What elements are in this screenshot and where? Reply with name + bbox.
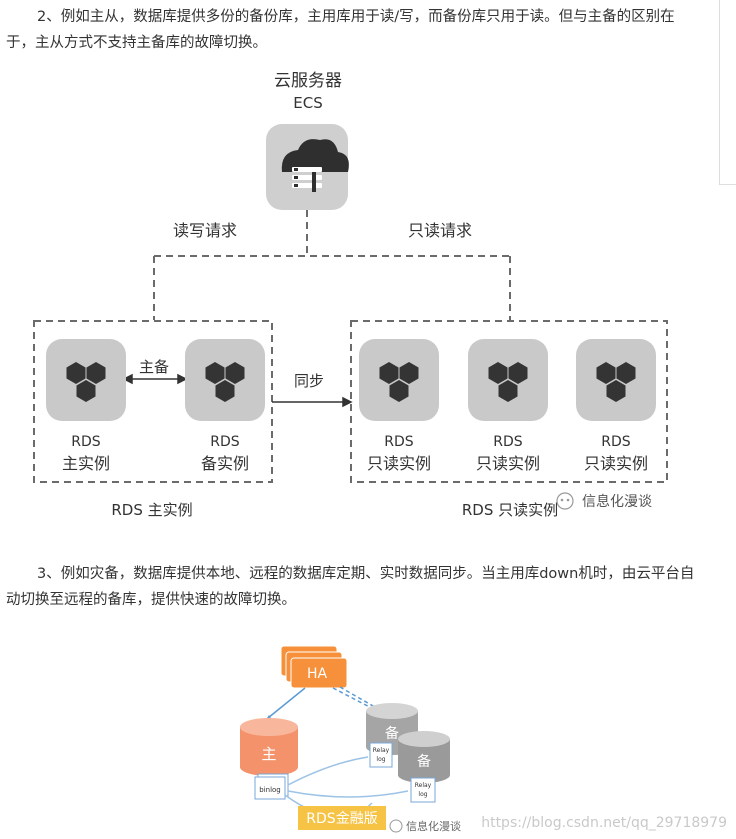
- relay-log-1-line1: Relay: [373, 747, 390, 754]
- rds-node-role-label: 备实例: [201, 454, 249, 473]
- rds-node-role-label: 主实例: [62, 454, 110, 473]
- ha-label: HA: [307, 666, 328, 682]
- relay-log-2-line2: log: [418, 791, 427, 798]
- diagram1-watermark: 信息化漫谈: [582, 493, 652, 510]
- ecs-title: 云服务器: [274, 71, 342, 91]
- master-label: 主: [261, 745, 276, 763]
- ha-box: [280, 645, 348, 689]
- rds-readonly-node-2: RDS 只读实例: [468, 339, 548, 473]
- paragraph-disaster-recovery: 3、例如灾备，数据库提供本地、远程的数据库定期、实时数据同步。当主用库down机…: [6, 566, 695, 608]
- rds-finance-badge: [298, 806, 386, 830]
- readonly-group-label: RDS 只读实例: [462, 501, 558, 519]
- relay-log-1-line2: log: [376, 756, 385, 763]
- read-only-label: 只读请求: [408, 221, 472, 240]
- rds-architecture-diagram: 云服务器 ECS 读写请求 只读请求 主备 同步 RDS 主实例 RDS 备实例 RDS: [33, 71, 668, 519]
- rds-node-type-label: RDS: [601, 434, 631, 450]
- rds-readonly-node-1: RDS 只读实例: [359, 339, 439, 473]
- readonly-group-box: [350, 320, 668, 483]
- side-panel: [719, 0, 736, 185]
- rds-database-icon: [488, 362, 528, 402]
- watermark-logo-icon: [556, 492, 574, 510]
- rds-node-role-label: 只读实例: [367, 454, 431, 473]
- source-url: https://blog.csdn.net/qq_29718979: [481, 815, 727, 831]
- rds-primary-node: RDS 主实例: [46, 339, 126, 473]
- sync-arrow: [272, 396, 353, 408]
- rds-standby-node: RDS 备实例: [185, 339, 265, 473]
- diagram2-watermark: 信息化漫谈: [406, 819, 461, 833]
- rds-finance-badge-label: RDS金融版: [306, 811, 377, 827]
- watermark-logo-icon: [389, 819, 403, 833]
- standby-label-1: 备: [385, 725, 399, 742]
- rds-database-icon: [596, 362, 636, 402]
- relay-log-icon-1: [369, 742, 393, 768]
- master-db-icon: [240, 718, 298, 776]
- rds-database-icon: [379, 362, 419, 402]
- relay-log-icon-2: [410, 777, 436, 803]
- read-write-label: 读写请求: [173, 221, 237, 240]
- ecs-subtitle: ECS: [293, 94, 322, 112]
- rds-node-role-label: 只读实例: [584, 454, 648, 473]
- rds-node-role-label: 只读实例: [476, 454, 540, 473]
- paragraph-master-slave: 2、例如主从，数据库提供多份的备份库，主用库用于读/写，而备份库只用于读。但与主…: [6, 9, 675, 51]
- primary-group-label: RDS 主实例: [111, 501, 192, 519]
- rds-finance-dr-diagram: HA 主 备 备 binlog Relay log Relay: [240, 645, 727, 833]
- rds-node-type-label: RDS: [210, 434, 240, 450]
- binlog-doc-icon: [254, 773, 289, 800]
- ecs-server-icon: [266, 124, 349, 210]
- binlog-label: binlog: [259, 786, 281, 794]
- rds-readonly-node-3: RDS 只读实例: [576, 339, 656, 473]
- primary-standby-arrow: [122, 373, 188, 385]
- rds-node-type-label: RDS: [493, 434, 523, 450]
- request-connectors: [153, 210, 511, 320]
- rds-database-icon: [205, 362, 245, 402]
- primary-standby-label: 主备: [139, 358, 169, 376]
- sync-label: 同步: [294, 372, 324, 390]
- rds-node-type-label: RDS: [71, 434, 101, 450]
- relay-log-2-line1: Relay: [415, 782, 432, 789]
- rds-node-type-label: RDS: [384, 434, 414, 450]
- standby-label-2: 备: [417, 753, 431, 770]
- rds-database-icon: [66, 362, 106, 402]
